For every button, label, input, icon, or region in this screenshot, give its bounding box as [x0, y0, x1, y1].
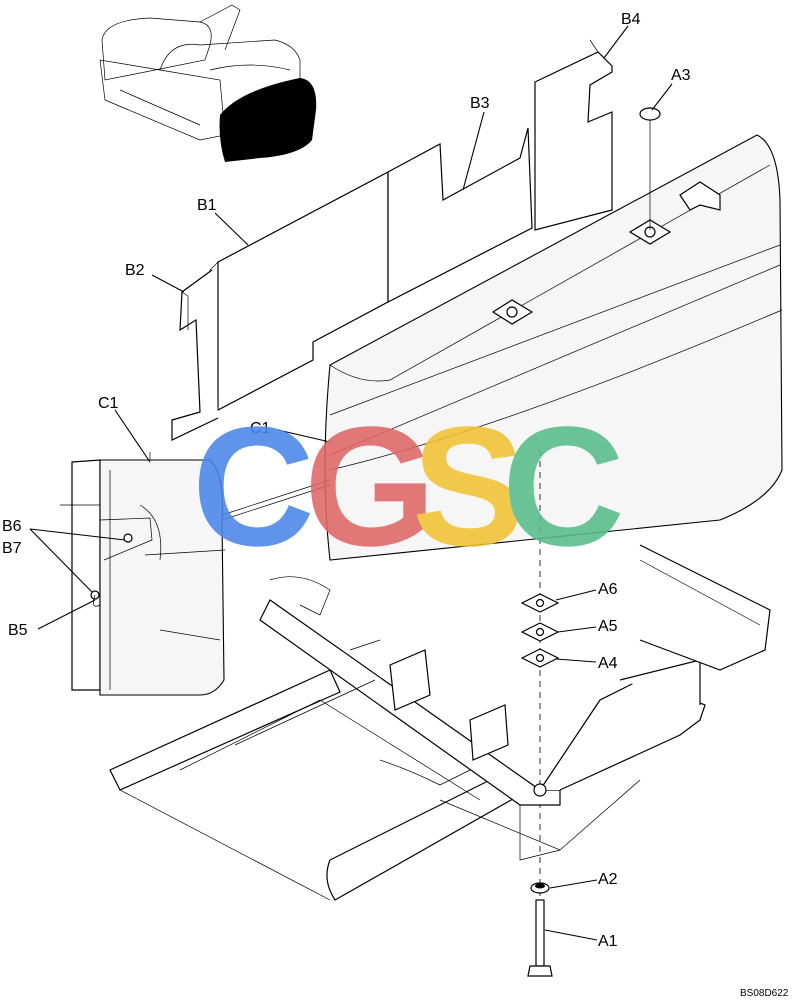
label-a2: A2	[598, 871, 618, 888]
label-a3: A3	[671, 67, 691, 84]
drawing-code: BS08D622	[740, 988, 789, 999]
label-b5: B5	[8, 622, 28, 639]
label-a1: A1	[598, 933, 618, 950]
counterweight-highlight	[219, 78, 317, 162]
label-a6: A6	[598, 581, 618, 598]
watermark-letter-1: C	[192, 392, 315, 582]
detail-view	[60, 452, 226, 696]
watermark-letter-2: G	[304, 392, 436, 582]
cap-a3	[639, 107, 661, 121]
label-a4: A4	[598, 655, 618, 672]
label-b6: B6	[2, 518, 22, 535]
label-b1: B1	[197, 197, 217, 214]
panel-b2	[171, 269, 219, 441]
machine-thumbnail	[99, 4, 317, 162]
label-a5: A5	[598, 618, 618, 635]
label-b7: B7	[2, 540, 22, 557]
nut-a2	[530, 882, 550, 894]
label-b2: B2	[125, 262, 145, 279]
leader-lines	[29, 25, 673, 941]
bolt-a1	[527, 899, 553, 977]
watermark-logo: C G S C	[192, 392, 625, 582]
watermark-letter-3: S	[412, 392, 525, 582]
label-c1-detail: C1	[98, 395, 119, 412]
panel-b3	[387, 127, 533, 303]
watermark-letter-4: C	[502, 392, 625, 582]
panel-b4	[534, 51, 613, 231]
label-b3: B3	[470, 95, 490, 112]
upper-frame	[109, 544, 771, 901]
label-c1: C1	[250, 420, 271, 437]
label-b4: B4	[621, 11, 641, 28]
